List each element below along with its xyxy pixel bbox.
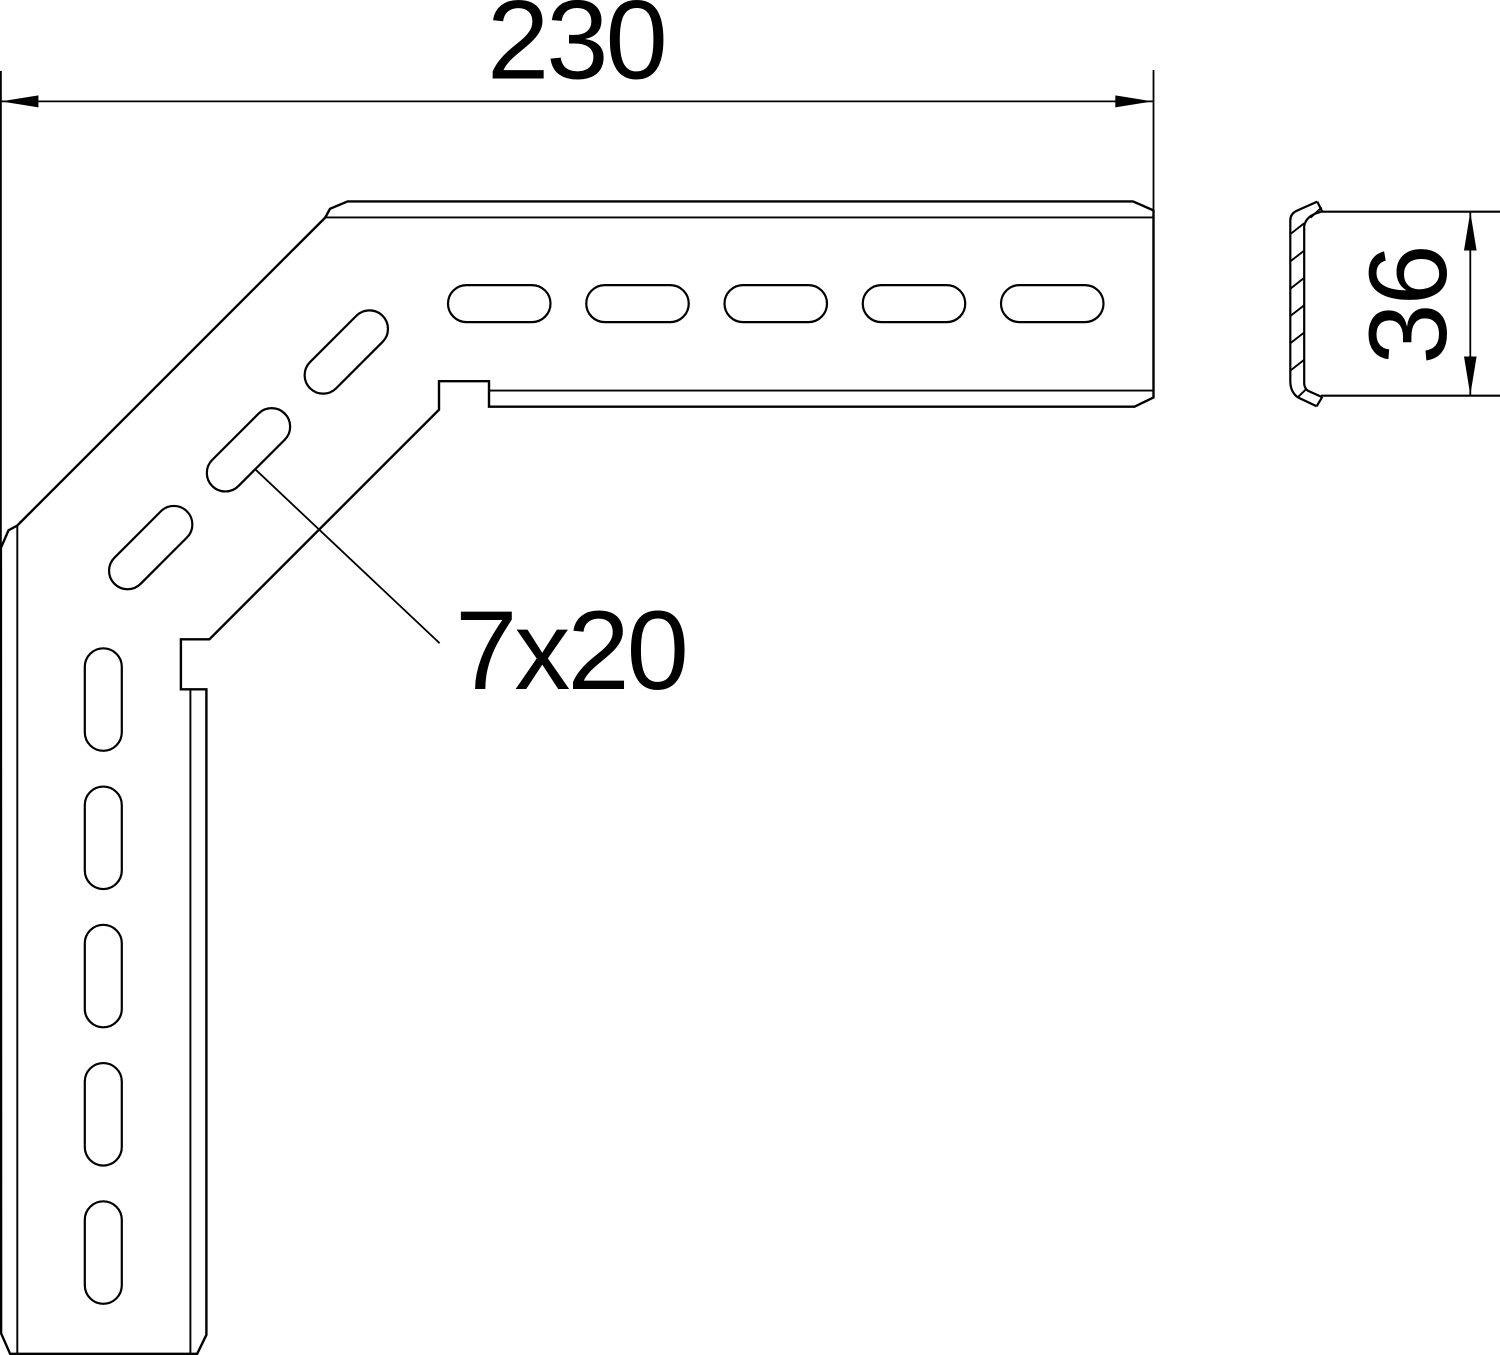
svg-text:36: 36 — [1347, 246, 1470, 364]
svg-text:230: 230 — [487, 0, 665, 102]
svg-text:7x20: 7x20 — [455, 588, 686, 713]
